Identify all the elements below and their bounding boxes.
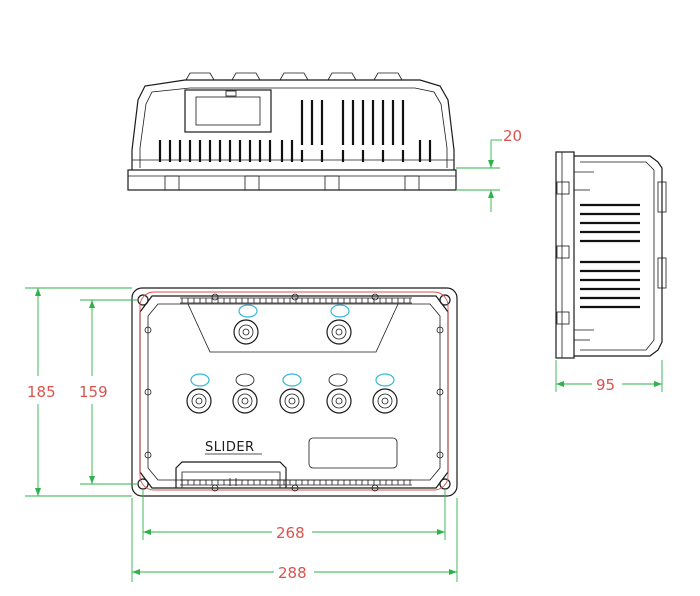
- top-rib-band: [180, 297, 412, 304]
- side-view-flange: [555, 151, 575, 359]
- top-view-base: [127, 169, 457, 191]
- terminal-1: [186, 373, 212, 414]
- foot: [404, 175, 420, 191]
- plan-body: [139, 295, 449, 489]
- foot: [324, 175, 340, 191]
- bottom-rib-band: [180, 479, 412, 486]
- plan-seal-outline: [139, 291, 449, 491]
- cooling-fins-lower: [158, 140, 432, 162]
- dimension-outer-width: 288: [131, 498, 458, 582]
- terminal-marker: [238, 304, 258, 318]
- dim-label-159: 159: [79, 383, 108, 401]
- terminal-marker: [330, 304, 350, 318]
- foot: [164, 175, 180, 191]
- terminal-row: [186, 373, 398, 414]
- plan-view: SLIDER 185 159: [25, 287, 458, 582]
- terminal-5: [372, 373, 398, 414]
- terminal-top-right: [326, 304, 352, 345]
- dim-label-288: 288: [278, 564, 307, 582]
- side-cooling-fins: [580, 203, 640, 309]
- side-view-body: [574, 155, 663, 357]
- terminal-3: [279, 373, 305, 414]
- dimension-top-height: 20: [456, 127, 522, 212]
- side-view: 95: [555, 151, 667, 394]
- top-view: 20: [127, 72, 522, 212]
- bottom-connector-recess: [175, 461, 287, 488]
- dim-label-185: 185: [27, 383, 56, 401]
- plan-outer-flange: [131, 287, 458, 497]
- terminal-top-left: [233, 304, 259, 345]
- dim-label-95: 95: [596, 376, 615, 394]
- dim-label-20: 20: [503, 127, 522, 145]
- label-area: [308, 437, 398, 469]
- terminal-2: [232, 373, 258, 414]
- mounting-hole: [439, 294, 451, 306]
- brand-logo: SLIDER: [205, 440, 255, 455]
- terminal-4: [326, 373, 352, 414]
- dimension-inner-height: 159: [79, 299, 138, 485]
- top-view-body: [131, 79, 455, 170]
- raised-terminal-block: [187, 303, 399, 353]
- foot: [244, 175, 260, 191]
- terminal-caps: [185, 72, 403, 81]
- dimension-outer-height: 185: [25, 287, 132, 497]
- dimension-inner-width: 268: [142, 490, 446, 542]
- dimension-side-depth: 95: [555, 360, 663, 394]
- mounting-hole: [439, 478, 451, 490]
- mounting-holes: [137, 294, 451, 490]
- cooling-fins-upper: [300, 100, 405, 145]
- connector-window: [184, 89, 272, 133]
- dim-label-268: 268: [276, 524, 305, 542]
